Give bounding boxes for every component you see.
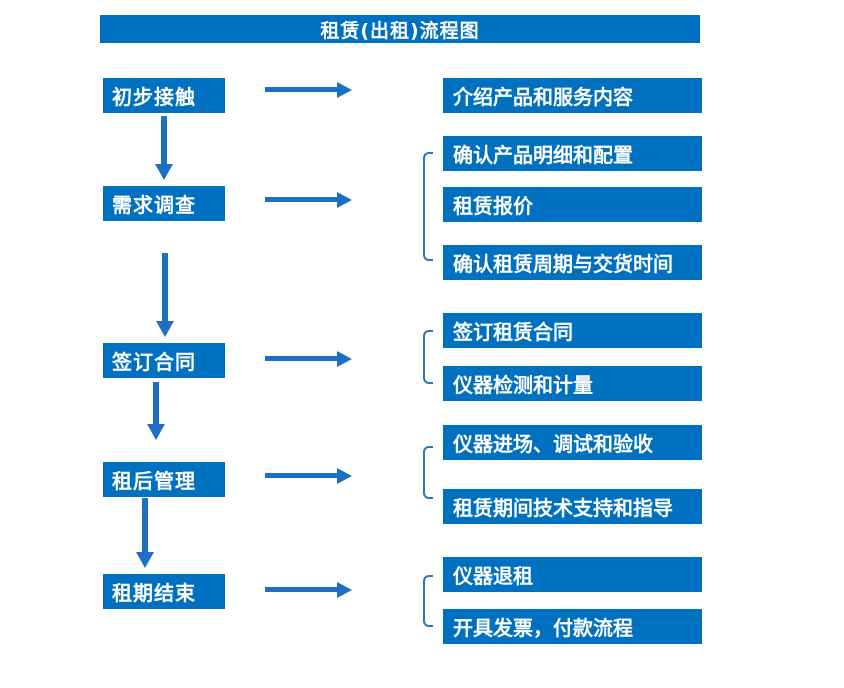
right-arrow-5 [265,587,337,592]
detail-confirm-product-details-config: 确认产品明细和配置 [443,136,702,171]
step-sign-contract: 签订合同 [103,343,225,378]
step-demand-survey: 需求调查 [103,186,225,221]
detail-instrument-testing-calibration: 仪器检测和计量 [443,366,702,401]
detail-sign-lease-contract: 签订租赁合同 [443,313,702,348]
group-bracket-sign-contract [423,330,433,384]
down-arrow-2 [162,253,168,321]
right-arrow-2 [265,197,337,202]
down-arrow-3 [153,382,159,424]
step-lease-end: 租期结束 [103,574,225,609]
detail-instrument-return: 仪器退租 [443,557,702,592]
down-arrow-4 [142,498,148,552]
detail-confirm-lease-period-delivery: 确认租赁周期与交货时间 [443,245,702,280]
down-arrow-1 [161,116,167,164]
right-arrow-1 [265,87,337,92]
detail-introduce-products-services: 介绍产品和服务内容 [443,78,702,113]
group-bracket-lease-end [423,575,433,627]
right-arrow-3 [265,356,337,361]
flowchart-title: 租赁(出租)流程图 [100,15,700,43]
group-bracket-demand-survey [423,152,433,261]
detail-invoice-payment-process: 开具发票，付款流程 [443,609,702,644]
step-initial-contact: 初步接触 [103,78,225,113]
right-arrow-4 [265,473,337,478]
detail-lease-quotation: 租赁报价 [443,187,702,222]
step-post-lease-management: 租后管理 [103,462,225,497]
detail-tech-support-during-lease: 租赁期间技术支持和指导 [443,489,702,524]
group-bracket-post-lease [423,446,433,499]
detail-instrument-arrival-acceptance: 仪器进场、调试和验收 [443,425,702,460]
